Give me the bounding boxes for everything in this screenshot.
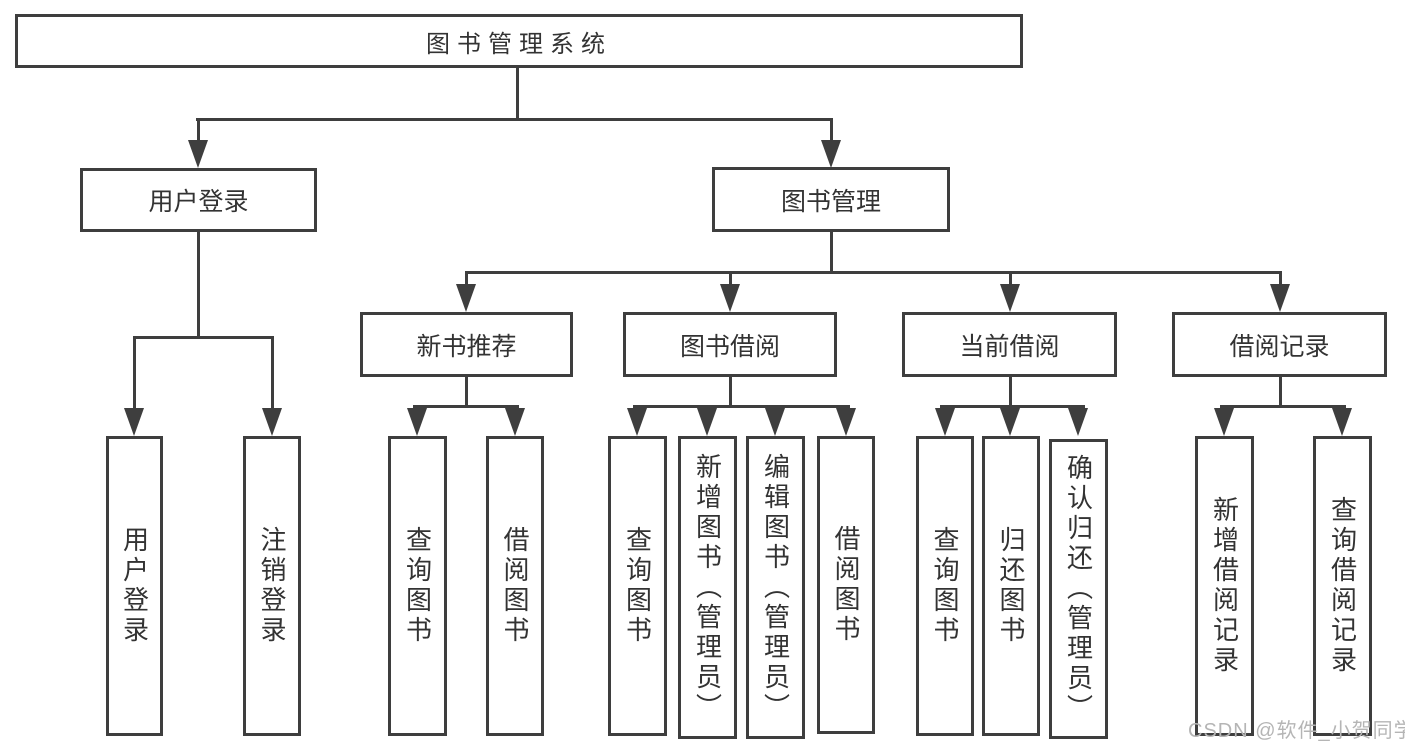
node-leaf-query-book-current: 查询图书 xyxy=(916,436,974,736)
connector-hline xyxy=(633,405,850,408)
arrow-down-icon xyxy=(836,408,856,436)
connector-vline xyxy=(1279,377,1282,408)
node-leaf-borrow-book-recommend: 借阅图书 xyxy=(486,436,544,736)
node-leaf-add-borrow-record: 新增借阅记录 xyxy=(1195,436,1254,736)
arrow-down-icon xyxy=(765,408,785,436)
connector-vline xyxy=(830,121,833,140)
node-current-borrow: 当前借阅 xyxy=(902,312,1117,377)
connector-vline xyxy=(830,232,833,274)
arrow-down-icon xyxy=(1068,408,1088,436)
arrow-down-icon xyxy=(1270,284,1290,312)
node-leaf-edit-book-admin: 编辑图书（管理员） xyxy=(746,436,805,739)
connector-vline xyxy=(465,274,468,286)
connector-vline xyxy=(516,68,519,118)
connector-hline xyxy=(133,336,274,339)
node-leaf-logout: 注销登录 xyxy=(243,436,301,736)
node-leaf-add-book-admin: 新增图书（管理员） xyxy=(678,436,737,739)
node-leaf-borrow-book: 借阅图书 xyxy=(817,436,875,734)
connector-vline xyxy=(729,377,732,408)
arrow-down-icon xyxy=(407,408,427,436)
arrow-down-icon xyxy=(188,140,208,168)
arrow-down-icon xyxy=(124,408,144,436)
connector-vline xyxy=(465,377,468,408)
watermark: CSDN @软件_小贺同学 xyxy=(1188,720,1405,742)
node-root: 图书管理系统 xyxy=(15,14,1023,68)
connector-vline xyxy=(1009,274,1012,286)
connector-vline xyxy=(133,339,136,408)
node-leaf-query-book-recommend: 查询图书 xyxy=(388,436,447,736)
arrow-down-icon xyxy=(627,408,647,436)
node-new-book-recommend: 新书推荐 xyxy=(360,312,573,377)
node-user-login: 用户登录 xyxy=(80,168,317,232)
connector-hline xyxy=(1220,405,1346,408)
arrow-down-icon xyxy=(1000,284,1020,312)
node-leaf-user-login: 用户登录 xyxy=(106,436,163,736)
arrow-down-icon xyxy=(505,408,525,436)
arrow-down-icon xyxy=(1214,408,1234,436)
connector-hline xyxy=(465,271,1282,274)
arrow-down-icon xyxy=(262,408,282,436)
connector-vline xyxy=(197,121,200,140)
node-leaf-query-borrow-record: 查询借阅记录 xyxy=(1313,436,1372,736)
arrow-down-icon xyxy=(1000,408,1020,436)
connector-hline xyxy=(413,405,519,408)
arrow-down-icon xyxy=(935,408,955,436)
arrow-down-icon xyxy=(720,284,740,312)
arrow-down-icon xyxy=(1332,408,1352,436)
node-book-borrow: 图书借阅 xyxy=(623,312,837,377)
arrow-down-icon xyxy=(697,408,717,436)
node-borrow-records: 借阅记录 xyxy=(1172,312,1387,377)
arrow-down-icon xyxy=(821,140,841,168)
node-leaf-query-book-borrow: 查询图书 xyxy=(608,436,667,736)
node-book-management: 图书管理 xyxy=(712,167,950,232)
connector-hline xyxy=(940,405,1085,408)
connector-vline xyxy=(1009,377,1012,408)
arrow-down-icon xyxy=(456,284,476,312)
connector-hline xyxy=(196,118,833,121)
node-leaf-confirm-return-admin: 确认归还（管理员） xyxy=(1049,439,1108,739)
node-leaf-return-book: 归还图书 xyxy=(982,436,1040,736)
connector-vline xyxy=(197,232,200,336)
connector-vline xyxy=(1279,274,1282,286)
connector-vline xyxy=(729,274,732,286)
connector-vline xyxy=(271,339,274,408)
